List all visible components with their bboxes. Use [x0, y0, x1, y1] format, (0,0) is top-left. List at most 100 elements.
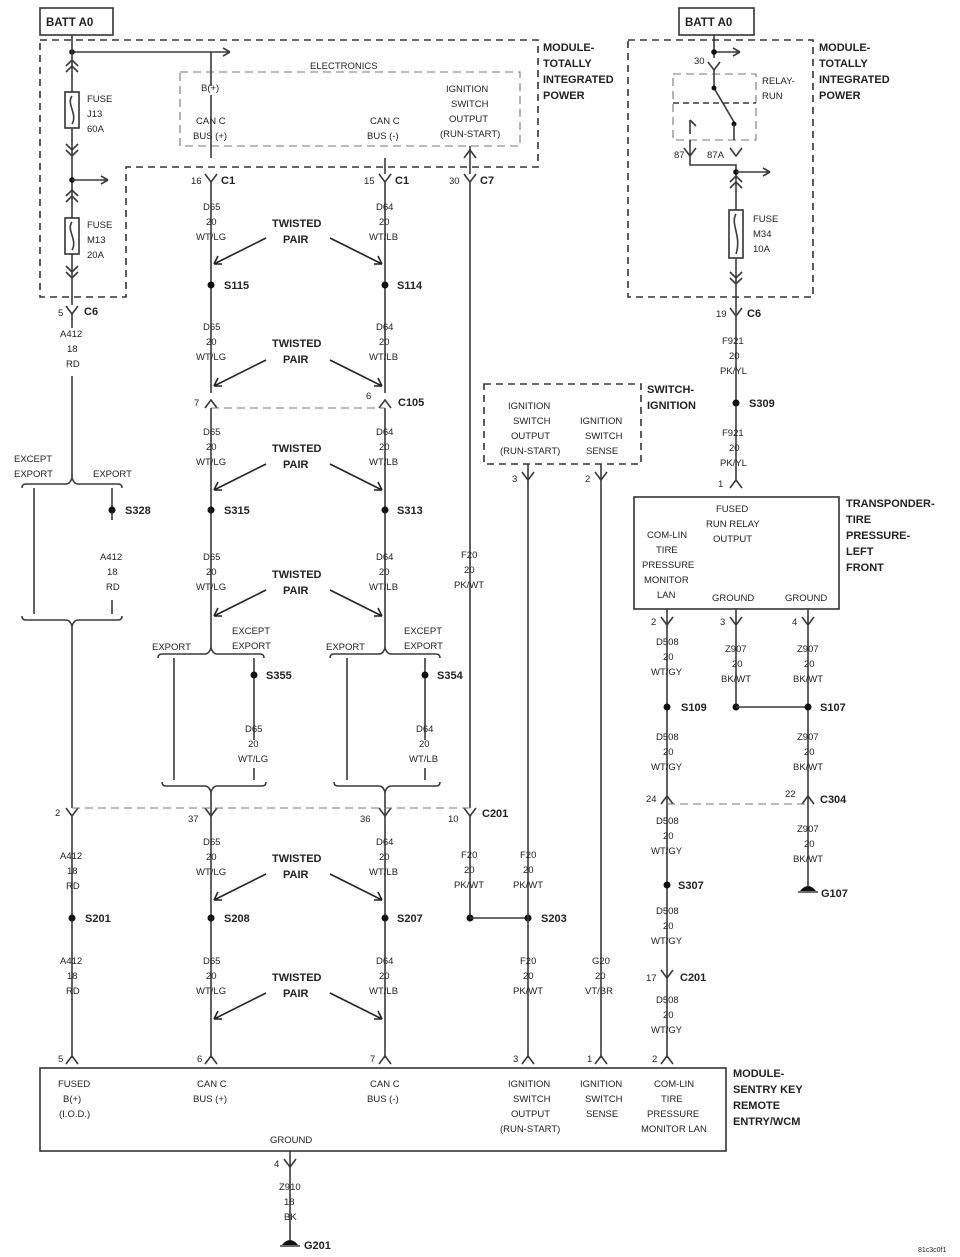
svg-text:5: 5 [58, 308, 63, 319]
svg-text:C105: C105 [398, 397, 424, 409]
svg-text:S208: S208 [224, 913, 250, 925]
svg-text:S315: S315 [224, 505, 250, 517]
svg-text:S109: S109 [681, 702, 707, 714]
connector-c201-main: 2 37 36 10 C201 [55, 807, 508, 825]
svg-text:C7: C7 [480, 175, 494, 187]
figure-code: 81c3c0f1 [918, 1247, 947, 1254]
svg-text:EXPORT: EXPORT [93, 469, 132, 480]
svg-text:2: 2 [652, 1054, 657, 1065]
svg-text:S203: S203 [541, 913, 567, 925]
connector-c105: 7 6 C105 [194, 391, 424, 409]
connector-c304: 24 22 C304 [646, 789, 847, 806]
svg-text:6: 6 [197, 1054, 202, 1065]
svg-text:1: 1 [718, 479, 723, 490]
svg-text:S328: S328 [125, 505, 151, 517]
svg-text:1: 1 [587, 1054, 592, 1065]
svg-text:2: 2 [651, 617, 656, 628]
svg-text:4: 4 [274, 1159, 279, 1170]
svg-text:7: 7 [370, 1054, 375, 1065]
svg-text:87: 87 [674, 150, 685, 161]
svg-text:3: 3 [512, 474, 517, 485]
svg-text:BATT A0: BATT A0 [685, 17, 732, 29]
svg-text:S355: S355 [266, 670, 292, 682]
svg-text:C1: C1 [395, 175, 409, 187]
tipm-left-box [39, 39, 539, 298]
ground-icon-g201: G201 [280, 1240, 331, 1252]
svg-text:GROUND: GROUND [270, 1135, 312, 1146]
connector-c201-right: 17 C201 [646, 969, 706, 984]
svg-text:GROUND: GROUND [712, 593, 754, 604]
svg-text:17: 17 [646, 973, 657, 984]
svg-text:ELECTRONICS: ELECTRONICS [310, 61, 378, 72]
svg-text:S201: S201 [85, 913, 111, 925]
svg-text:30: 30 [694, 56, 705, 67]
svg-text:6: 6 [366, 391, 371, 402]
svg-text:S207: S207 [397, 913, 423, 925]
svg-text:S115: S115 [224, 280, 249, 292]
svg-text:G107: G107 [821, 888, 848, 900]
svg-text:4: 4 [792, 617, 797, 628]
svg-text:S354: S354 [437, 670, 464, 682]
svg-text:C201: C201 [680, 972, 706, 984]
svg-text:16: 16 [191, 176, 202, 187]
svg-text:2: 2 [585, 474, 590, 485]
svg-text:C304: C304 [820, 794, 847, 806]
svg-text:10: 10 [448, 814, 459, 825]
svg-text:24: 24 [646, 794, 657, 805]
svg-text:37: 37 [188, 814, 199, 825]
svg-text:EXPORT: EXPORT [326, 642, 365, 653]
svg-text:7: 7 [194, 398, 199, 409]
svg-text:S307: S307 [678, 880, 704, 892]
ground-icon-g107: G107 [798, 868, 848, 900]
svg-text:30: 30 [449, 176, 460, 187]
svg-text:C6: C6 [84, 306, 98, 318]
